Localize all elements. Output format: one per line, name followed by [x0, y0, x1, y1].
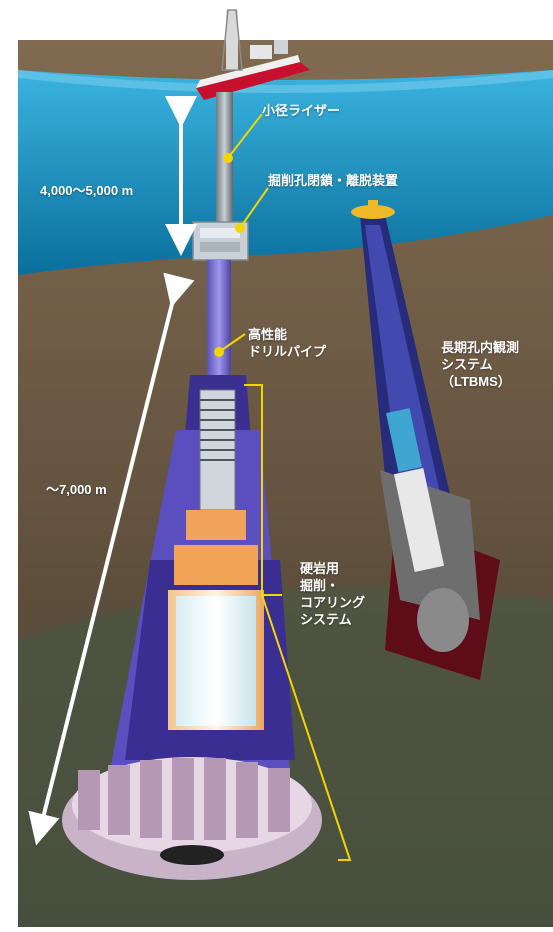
ocean-water	[18, 70, 553, 275]
high-performance-drill-pipe	[207, 260, 231, 375]
label-drill-pipe: 高性能ドリルパイプ	[248, 327, 327, 359]
sensor-string-icon	[351, 200, 500, 680]
label-riser: 小径ライザー	[262, 103, 341, 118]
label-ltbms: 長期孔内観測システム（LTBMS）	[441, 340, 520, 389]
drill-bit-icon	[62, 757, 322, 880]
label-bop: 掘削孔閉鎖・離脱装置	[268, 173, 399, 188]
label-water-depth: 4,000〜5,000 m	[40, 183, 134, 198]
callout-lines	[218, 113, 352, 861]
label-hard-rock-system: 硬岩用掘削・ コアリングシステム	[300, 561, 366, 627]
drillship-icon	[196, 9, 310, 100]
label-hole-depth: 〜7,000 m	[46, 482, 107, 497]
double-arrow-icon	[28, 272, 195, 846]
